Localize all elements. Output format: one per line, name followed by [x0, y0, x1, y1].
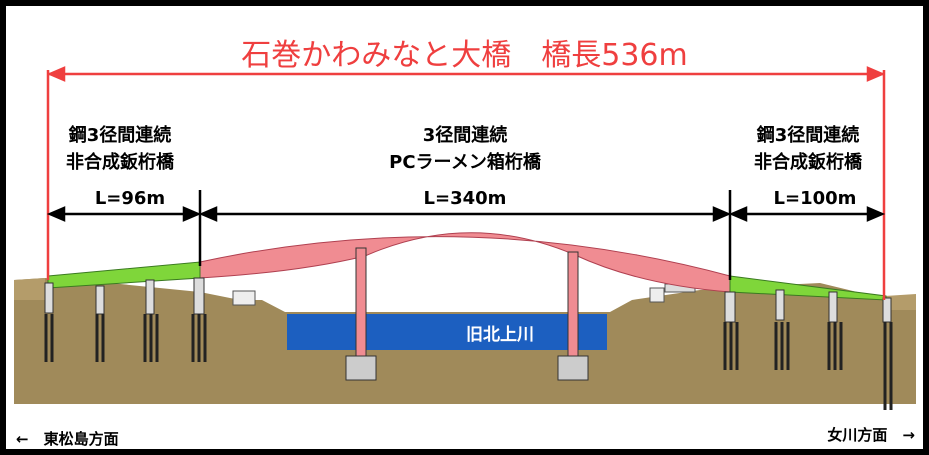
building-left: [232, 290, 256, 306]
side-piers: [44, 277, 892, 323]
section-middle-line1: 3径間連続: [422, 125, 508, 146]
direction-left: ← 東松島方面: [16, 430, 119, 448]
section-left-label: 鋼3径間連続 非合成鈑桁橋: [40, 122, 200, 176]
section-middle-line2: PCラーメン箱桁橋: [389, 152, 541, 173]
section-dimensions: [46, 190, 886, 280]
length-right: L=100m: [773, 188, 857, 209]
section-left-line2: 非合成鈑桁橋: [66, 152, 174, 173]
section-right-line2: 非合成鈑桁橋: [754, 152, 862, 173]
river: [287, 314, 607, 350]
section-left-line1: 鋼3径間連続: [68, 125, 172, 146]
main-pier-right: [567, 251, 579, 359]
river-label: 旧北上川: [466, 325, 534, 345]
section-middle-label: 3径間連続 PCラーメン箱桁橋: [330, 122, 600, 176]
section-right-label: 鋼3径間連続 非合成鈑桁橋: [728, 122, 888, 176]
main-pier-left: [355, 247, 367, 359]
pc-box-girder: [199, 232, 731, 293]
main-pier-right-footing: [557, 355, 589, 381]
direction-right: 女川方面 →: [827, 426, 915, 444]
length-middle: L=340m: [423, 188, 507, 209]
main-pier-left-footing: [345, 355, 377, 381]
overall-dimension: [46, 66, 886, 300]
bridge-title: 石巻かわみなと大橋 橋長536m: [241, 38, 688, 73]
right-embankment: [885, 294, 916, 310]
piles: [44, 314, 893, 410]
building-right: [649, 287, 665, 303]
section-right-line1: 鋼3径間連続: [756, 125, 860, 146]
length-left: L=96m: [94, 188, 166, 209]
steel-girder-left: [47, 261, 201, 289]
left-embankment: [14, 278, 45, 300]
